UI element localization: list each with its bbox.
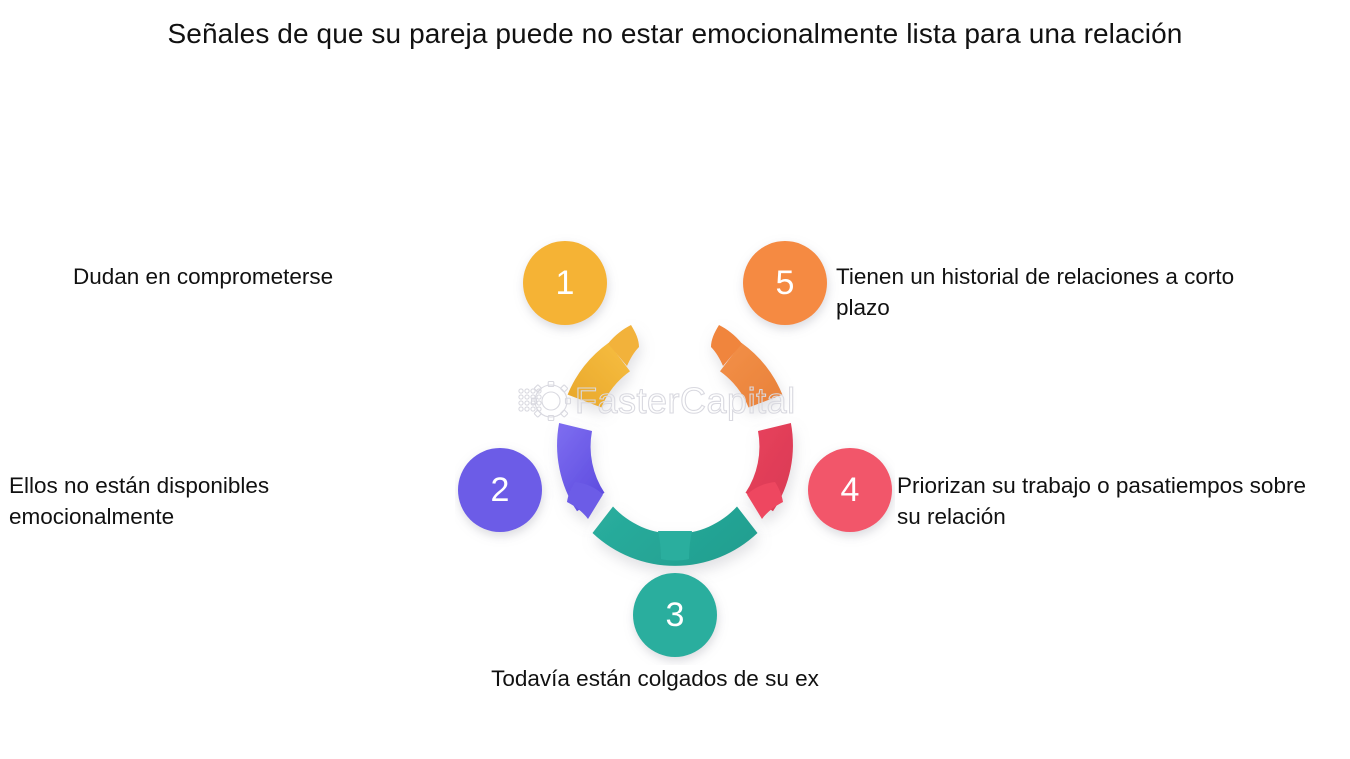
segment-number-5: 5 (776, 264, 795, 302)
diagram-segment-5[interactable]: 5 (711, 241, 827, 408)
segment-label-2: Ellos no están disponibles emocionalment… (9, 473, 270, 529)
diagram-segment-2[interactable]: 2 (458, 423, 605, 532)
segment-neck-4 (747, 482, 783, 519)
segment-label-5: Tienen un historial de relaciones a cort… (836, 264, 1235, 320)
segment-neck-5 (711, 325, 742, 366)
segment-neck-3 (658, 531, 692, 561)
segment-label-1: Dudan en comprometerse (73, 264, 334, 289)
segment-badge-2[interactable] (458, 448, 542, 532)
segment-arc-5 (720, 342, 783, 408)
segment-label-3: Todavía están colgados de su ex (491, 666, 819, 691)
segment-number-4: 4 (841, 471, 860, 509)
page-title: Señales de que su pareja puede no estar … (167, 18, 1183, 49)
segment-number-2: 2 (491, 471, 510, 509)
segment-arc-1 (567, 342, 630, 408)
segment-number-1: 1 (556, 264, 575, 302)
segment-label-4: Priorizan su trabajo o pasatiempos sobre… (897, 473, 1306, 529)
diagram-segment-4[interactable]: 4 (745, 423, 893, 532)
segment-number-3: 3 (666, 596, 685, 634)
segment-neck-1 (608, 325, 639, 366)
segment-badge-1[interactable] (523, 241, 607, 325)
circular-process-diagram: 1 5 2 (458, 241, 893, 658)
segment-badge-5[interactable] (743, 241, 827, 325)
diagram-segment-3[interactable]: 3 (592, 506, 758, 658)
segment-neck-2 (567, 482, 603, 519)
segment-badge-3[interactable] (633, 573, 717, 657)
diagram-segment-1[interactable]: 1 (523, 241, 639, 408)
segment-badge-4[interactable] (808, 448, 892, 532)
